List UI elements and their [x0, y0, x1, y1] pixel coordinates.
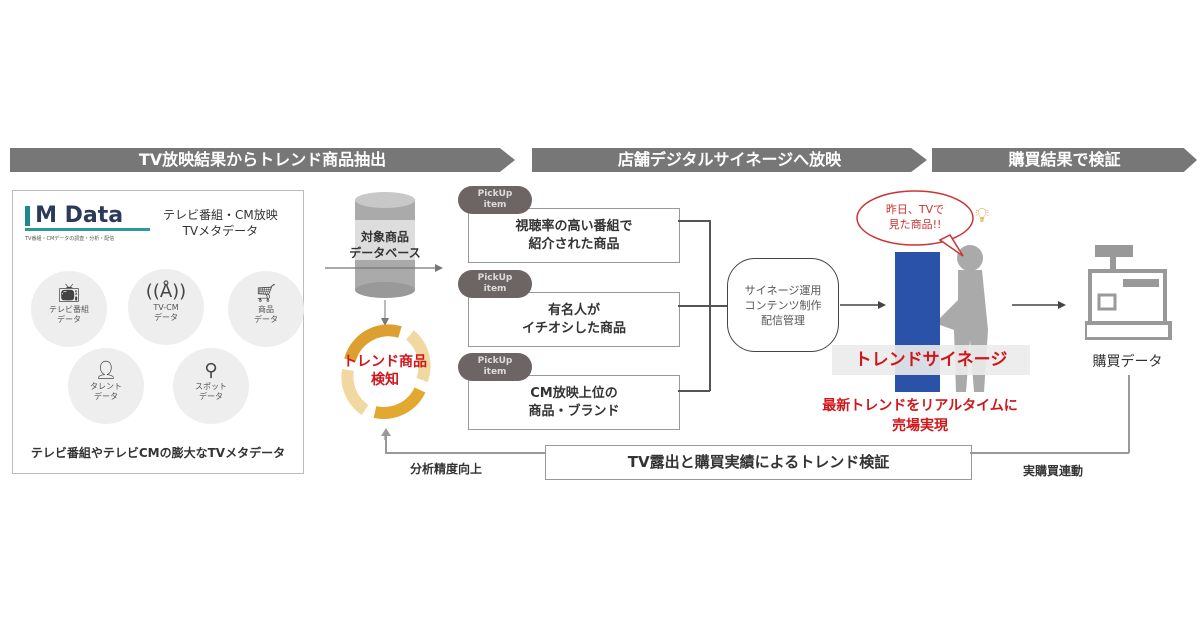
cart-icon: 🛒︎	[254, 283, 278, 304]
logo-text: M Data	[35, 203, 124, 228]
purchase-data-label: 購買データ	[1092, 354, 1163, 370]
text-line: サイネージ運用	[744, 283, 822, 297]
person-icon: 👤︎	[94, 360, 118, 381]
database-icon	[355, 192, 415, 298]
data-type-tv-program: 📺︎テレビ番組データ	[31, 271, 107, 347]
text-line: PickUp	[477, 273, 513, 283]
text-line: 有名人が	[547, 302, 600, 318]
text-line: 紹介された商品	[528, 236, 620, 252]
database-label: 対象商品データベース	[340, 229, 430, 261]
text-line: 商品・ブランド	[528, 403, 620, 419]
tv-metadata-panel: M Data TV番組・CMデータの調査・分析・配信 テレビ番組・CM放映 TV…	[12, 190, 304, 474]
text-line: データ	[94, 392, 118, 401]
text-line: 商品	[258, 305, 274, 314]
header-label: 店舗デジタルサイネージへ放映	[617, 150, 842, 169]
data-type-talent: 👤︎タレントデータ	[68, 348, 144, 424]
arrow-right	[840, 301, 886, 309]
text-line: データ	[154, 313, 178, 322]
tv-icon: 📺︎	[57, 283, 81, 304]
pickup-box-1: 視聴率の高い番組で紹介された商品	[468, 208, 680, 263]
header-label: 購買結果で検証	[1008, 150, 1121, 169]
text-line: 配信管理	[761, 313, 805, 327]
panel-title-line: テレビ番組・CM放映	[163, 208, 278, 222]
pickup-box-3: CM放映上位の商品・ブランド	[468, 375, 680, 430]
text-line: データ	[199, 392, 223, 401]
purchase-link-label: 実購買連動	[1023, 464, 1084, 478]
text-line: データ	[254, 315, 278, 324]
tagline: 最新トレンドをリアルタイムに売場実現	[790, 396, 1050, 436]
text-line: TV-CM	[153, 303, 179, 312]
lightbulb-icon: 💡︎	[975, 203, 989, 227]
speech-bubble-text: 昨日、TVで見た商品!!	[862, 202, 968, 232]
text-line: 昨日、TVで	[885, 203, 945, 216]
antenna-icon: ((Å))	[145, 281, 187, 302]
text-line: データベース	[349, 246, 421, 260]
text-line: 売場実現	[892, 418, 948, 434]
arrow-right	[1012, 301, 1066, 309]
database-cycle-graphic	[325, 192, 443, 440]
text-line: スポット	[195, 382, 227, 391]
header-step-2: 店舗デジタルサイネージへ放映	[532, 148, 927, 172]
arrow-up	[381, 428, 391, 436]
text-line: item	[483, 200, 507, 210]
text-line: 視聴率の高い番組で	[515, 218, 633, 234]
location-pin-icon: ⚲	[204, 360, 218, 381]
cash-register-icon	[1085, 245, 1172, 340]
text-line: 最新トレンドをリアルタイムに	[822, 398, 1018, 414]
data-type-spot: ⚲スポットデータ	[173, 348, 249, 424]
text-line: item	[483, 367, 507, 377]
feedback-line	[385, 452, 545, 454]
trend-detect-label: トレンド商品検知	[330, 353, 440, 389]
text-line: PickUp	[477, 189, 513, 199]
signage-ops-box: サイネージ運用コンテンツ制作配信管理	[727, 258, 839, 352]
text-line: 検知	[371, 372, 399, 388]
connector-line	[678, 305, 727, 307]
panel-title-line: TVメタデータ	[182, 224, 259, 238]
header-label: TV放映結果からトレンド商品抽出	[138, 150, 387, 169]
text-line: イチオシした商品	[521, 320, 626, 336]
speech-bubble	[856, 190, 974, 257]
cycle-arrows-icon	[341, 324, 431, 419]
text-line: トレンド商品	[343, 354, 427, 370]
text-line: PickUp	[477, 356, 513, 366]
feedback-line	[385, 435, 387, 453]
header-step-3: 購買結果で検証	[932, 148, 1197, 172]
text-line: CM放映上位の	[530, 385, 618, 401]
feedback-line	[970, 452, 1129, 454]
feedback-line	[1128, 375, 1130, 453]
text-line: テレビ番組	[49, 305, 89, 314]
logo-subtitle: TV番組・CMデータの調査・分析・配信	[25, 236, 115, 242]
text-line: 見た商品!!	[888, 218, 942, 231]
text-line: データ	[57, 315, 81, 324]
connector-line	[709, 220, 711, 391]
pickup-box-2: 有名人がイチオシした商品	[468, 292, 680, 347]
text-line: タレント	[90, 382, 122, 391]
feedback-label: 分析精度向上	[410, 462, 483, 476]
text-line: コンテンツ制作	[744, 298, 822, 312]
data-type-product: 🛒︎商品データ	[228, 271, 304, 347]
signage-label: トレンドサイネージ	[832, 345, 1030, 375]
connector-line	[678, 220, 710, 222]
text-line: item	[483, 284, 507, 294]
header-step-1: TV放映結果からトレンド商品抽出	[10, 148, 515, 172]
text-line: 対象商品	[360, 230, 409, 244]
connector-line	[678, 390, 710, 392]
panel-title: テレビ番組・CM放映 TVメタデータ	[163, 207, 278, 239]
m-data-logo: M Data	[25, 203, 150, 231]
panel-footer: テレビ番組やテレビCMの膨大なTVメタデータ	[30, 446, 286, 460]
verify-box: TV露出と購買実績によるトレンド検証	[545, 445, 972, 480]
